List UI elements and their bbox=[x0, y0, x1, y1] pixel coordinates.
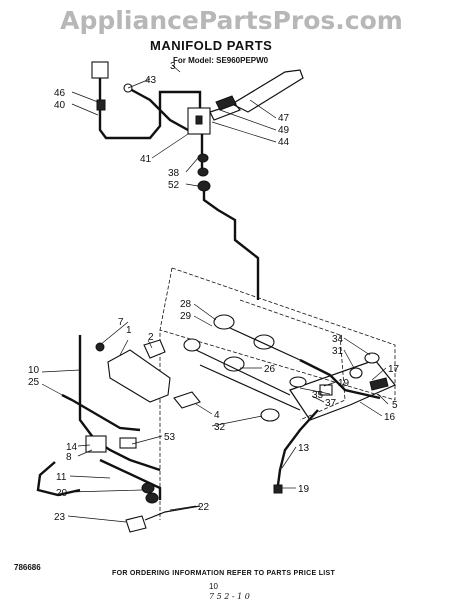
callout-16: 16 bbox=[384, 412, 396, 423]
valve-bracket-top bbox=[187, 103, 241, 135]
callout-32: 32 bbox=[214, 422, 226, 433]
callout-53: 53 bbox=[164, 432, 176, 443]
callout-49: 49 bbox=[278, 125, 290, 136]
watermark: AppliancePartsPros.com bbox=[60, 6, 403, 35]
diagram-code: 786686 bbox=[14, 563, 41, 572]
callout-38: 38 bbox=[168, 168, 180, 179]
callout-37: 37 bbox=[325, 398, 337, 409]
callout-11: 11 bbox=[56, 472, 67, 483]
callout-13: 13 bbox=[298, 443, 310, 454]
callout-1: 1 bbox=[126, 325, 132, 336]
callout-25: 25 bbox=[28, 377, 40, 388]
callout-46: 46 bbox=[54, 88, 66, 99]
callout-19b: 19 bbox=[298, 484, 310, 495]
callout-7: 7 bbox=[118, 317, 124, 328]
page-number: 10 bbox=[209, 582, 218, 591]
callout-4: 4 bbox=[214, 410, 220, 421]
callout-19: 19 bbox=[338, 378, 350, 389]
burner-valves bbox=[183, 314, 381, 411]
fittings-38-52 bbox=[197, 153, 211, 192]
callout-2: 2 bbox=[148, 332, 154, 343]
callout-8: 8 bbox=[66, 452, 72, 463]
callout-35: 35 bbox=[312, 390, 324, 401]
callout-10: 10 bbox=[28, 365, 40, 376]
orifice-top-left bbox=[91, 61, 133, 111]
callout-22: 22 bbox=[198, 502, 210, 513]
callout-14: 14 bbox=[66, 442, 78, 453]
callout-17: 17 bbox=[388, 364, 400, 375]
callout-43: 43 bbox=[145, 75, 157, 86]
callout-31: 31 bbox=[332, 346, 344, 357]
valve-53-14 bbox=[85, 435, 201, 533]
page-title: MANIFOLD PARTS bbox=[150, 38, 273, 53]
callout-44: 44 bbox=[278, 137, 290, 148]
lower-right-pipe bbox=[273, 409, 319, 494]
callout-labels: 46 40 43 3 47 49 44 41 38 52 28 29 7 1 2… bbox=[28, 61, 400, 523]
callout-26: 26 bbox=[264, 364, 276, 375]
callout-28: 28 bbox=[180, 299, 192, 310]
callout-40: 40 bbox=[54, 100, 66, 111]
callout-29: 29 bbox=[180, 311, 192, 322]
model-line: For Model: SE960PEPW0 bbox=[173, 56, 269, 65]
callout-34: 34 bbox=[332, 334, 344, 345]
callout-5: 5 bbox=[392, 400, 398, 411]
callout-3: 3 bbox=[170, 61, 176, 72]
callout-47: 47 bbox=[278, 113, 290, 124]
regulator-assembly bbox=[95, 339, 171, 403]
handwritten-note: 7 5 2 - 1 0 bbox=[209, 592, 250, 601]
callout-20: 20 bbox=[56, 488, 68, 499]
callout-23: 23 bbox=[54, 512, 66, 523]
burner-tube-top bbox=[215, 69, 304, 113]
callout-52: 52 bbox=[168, 180, 180, 191]
callout-leaders bbox=[41, 64, 389, 523]
callout-41: 41 bbox=[140, 154, 152, 165]
ordering-note: FOR ORDERING INFORMATION REFER TO PARTS … bbox=[112, 570, 336, 577]
clip-4-32 bbox=[173, 391, 280, 422]
